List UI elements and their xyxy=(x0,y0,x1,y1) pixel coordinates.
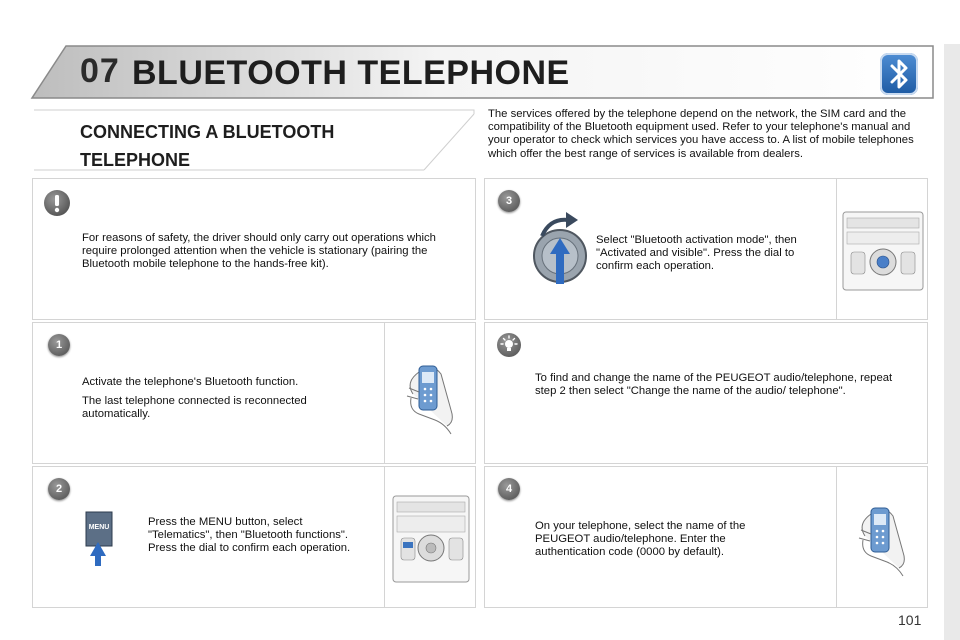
step-1-text: Activate the telephone's Bluetooth funct… xyxy=(82,376,362,421)
chapter-title: BLUETOOTH TELEPHONE xyxy=(132,54,570,92)
step-1-panel xyxy=(32,322,476,464)
chapter-number: 07 xyxy=(80,52,120,90)
head-unit-icon xyxy=(842,211,924,291)
lightbulb-icon xyxy=(497,333,521,357)
step-4-image-cell xyxy=(836,466,928,608)
step-3-badge: 3 xyxy=(498,190,520,212)
step-3-text: Select "Bluetooth activation mode", then… xyxy=(596,234,824,273)
warning-text: For reasons of safety, the driver should… xyxy=(82,232,436,270)
phone-in-hand-icon xyxy=(406,365,453,435)
step-2-paragraph: Press the MENU button, select "Telematic… xyxy=(148,516,351,554)
bluetooth-icon xyxy=(880,53,918,95)
step-1-image-cell xyxy=(384,322,476,464)
intro-text: The services offered by the telephone de… xyxy=(488,108,914,160)
step-1-paragraph: The last telephone connected is reconnec… xyxy=(82,395,307,420)
menu-button-label: MENU xyxy=(88,524,110,531)
step-1-badge: 1 xyxy=(48,334,70,356)
head-unit-icon xyxy=(392,495,470,583)
step-2-badge: 2 xyxy=(48,478,70,500)
section-title: CONNECTING A BLUETOOTH TELEPHONE xyxy=(80,122,335,170)
menu-button-icon: MENU xyxy=(80,508,116,568)
page-edge-rail xyxy=(944,44,960,640)
step-4-panel xyxy=(484,466,928,608)
step-4-badge: 4 xyxy=(498,478,520,500)
step-2-image-cell xyxy=(384,466,476,608)
step-1-paragraph: Activate the telephone's Bluetooth funct… xyxy=(82,376,299,388)
warning-panel xyxy=(32,178,476,320)
step-2-text: Press the MENU button, select "Telematic… xyxy=(148,516,364,555)
tip-text: To find and change the name of the PEUGE… xyxy=(535,372,893,397)
warning-icon xyxy=(44,190,70,216)
rotary-dial-icon xyxy=(528,210,592,290)
phone-in-hand-icon xyxy=(858,507,905,577)
step-3-paragraph: Select "Bluetooth activation mode", then… xyxy=(596,234,797,272)
page-number: 101 xyxy=(898,612,922,628)
tip-panel xyxy=(484,322,928,464)
section-title-box xyxy=(34,109,475,171)
header-band xyxy=(30,45,934,99)
step-4-paragraph: On your telephone, select the name of th… xyxy=(535,520,746,558)
step-4-text: On your telephone, select the name of th… xyxy=(535,520,785,559)
step-3-image-cell xyxy=(836,178,928,320)
